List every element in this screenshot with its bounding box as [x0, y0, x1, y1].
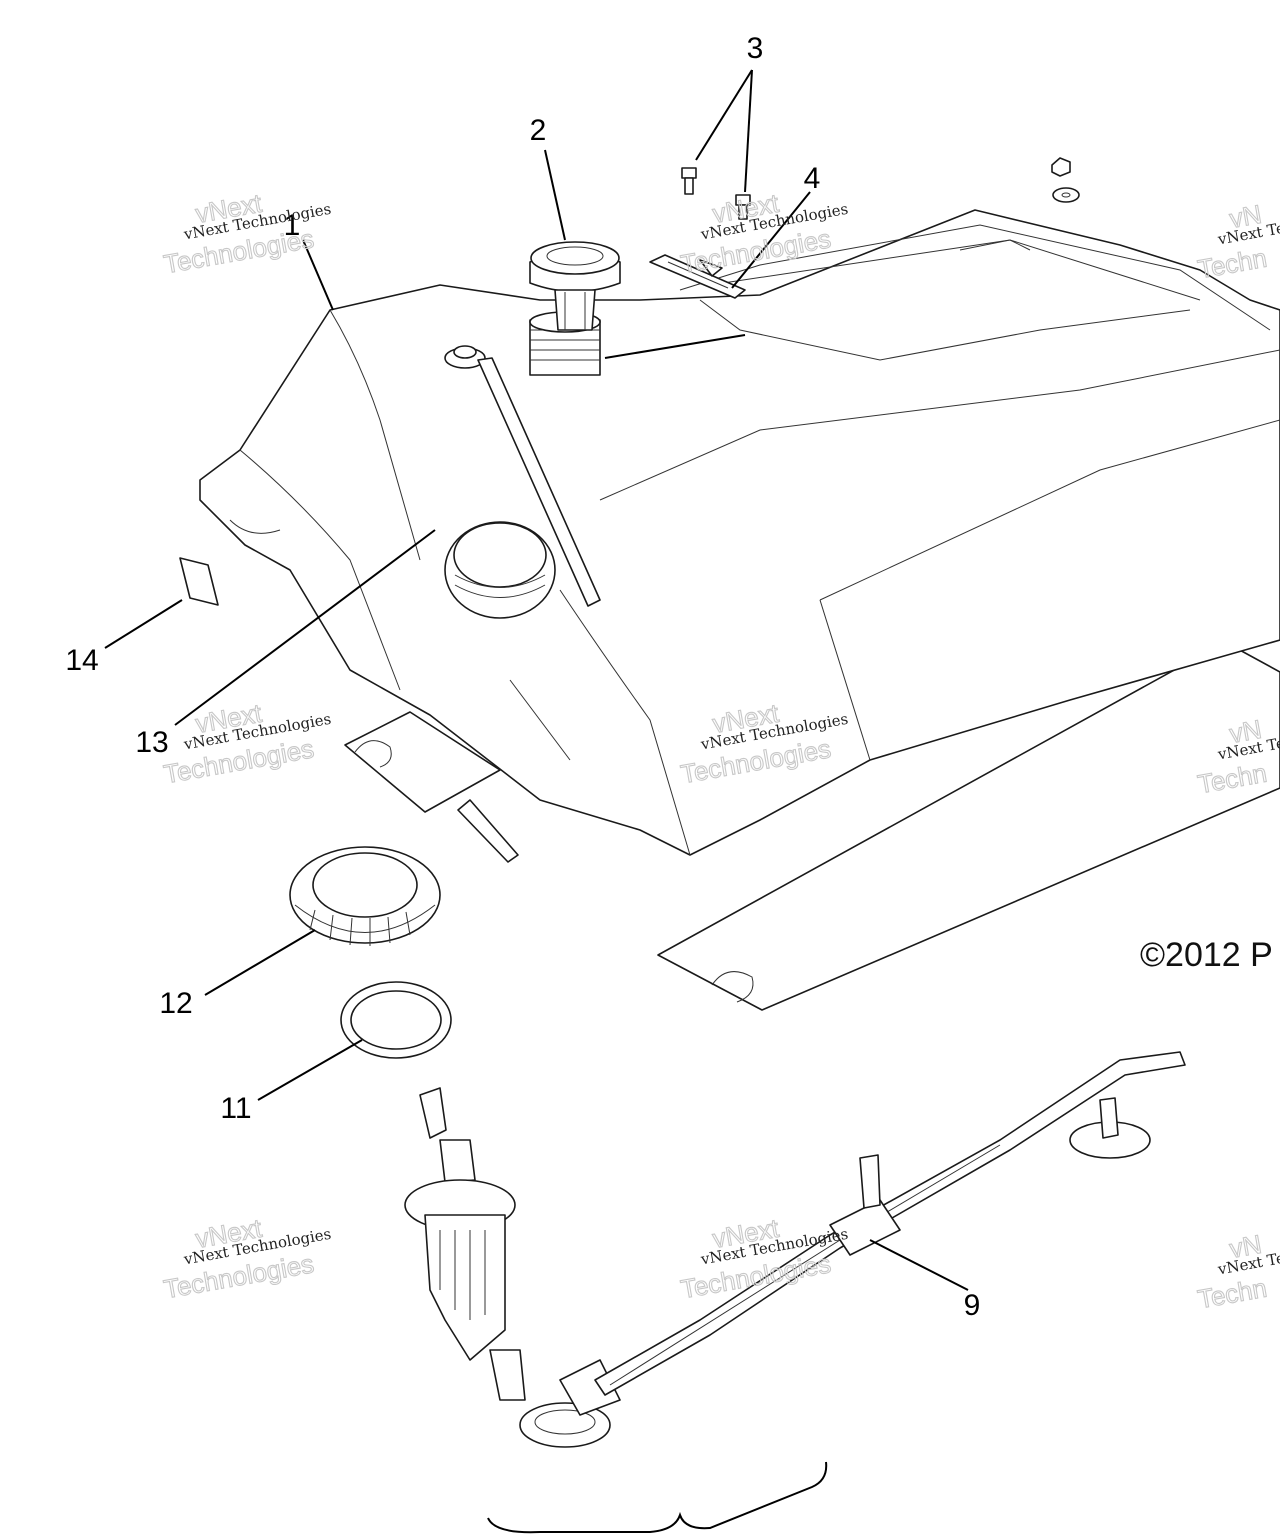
watermark-3: vNext vNext Technologies Technologies	[161, 697, 333, 790]
callout-14: 14	[65, 644, 98, 677]
pad	[179, 557, 219, 606]
leader-lines	[104, 69, 969, 1291]
callout-13: 13	[135, 726, 168, 759]
svg-text:vN: vN	[1227, 714, 1264, 749]
watermark-edge-1: vN vNext Te Techn	[1195, 198, 1280, 285]
callout-3: 3	[747, 32, 764, 65]
bolt-left	[681, 167, 697, 195]
watermark-edge-3: vN vNext Te Techn	[1195, 1228, 1280, 1315]
mounting-bracket	[649, 254, 746, 299]
callout-9: 9	[964, 1289, 981, 1322]
fuel-tank	[199, 209, 1280, 856]
lock-ring	[289, 846, 441, 946]
watermark-2: vNext vNext Technologies Technologies	[678, 187, 850, 280]
watermark-5: vNext vNext Technologies Technologies	[161, 1212, 333, 1305]
svg-text:Techn: Techn	[1195, 1273, 1269, 1315]
tank-pump-opening	[444, 521, 556, 619]
watermark-6: vNext vNext Technologies Technologies	[678, 1212, 850, 1305]
fuel-pump-assembly	[404, 1087, 621, 1448]
callout-4: 4	[804, 162, 821, 195]
callout-1: 1	[284, 209, 301, 242]
watermark-1: vNext vNext Technologies Technologies	[161, 187, 333, 280]
assembly-bracket	[487, 1461, 828, 1534]
bolt-right	[735, 194, 751, 220]
gasket	[340, 981, 452, 1059]
svg-text:Techn: Techn	[1195, 243, 1269, 285]
svg-text:vN: vN	[1227, 199, 1264, 234]
callout-11: 11	[220, 1092, 251, 1125]
fuel-line	[594, 1051, 1186, 1396]
heat-shield-strip-upper	[344, 711, 519, 863]
nut-and-washer	[1051, 157, 1080, 203]
vent-fitting	[444, 345, 601, 607]
heat-shield-strip-lower	[657, 641, 1280, 1011]
copyright-notice: ©2012 P	[1140, 936, 1273, 974]
fuel-cap	[529, 241, 621, 331]
svg-text:vN: vN	[1227, 1229, 1264, 1264]
callout-2: 2	[530, 114, 547, 147]
callout-12: 12	[159, 987, 192, 1020]
